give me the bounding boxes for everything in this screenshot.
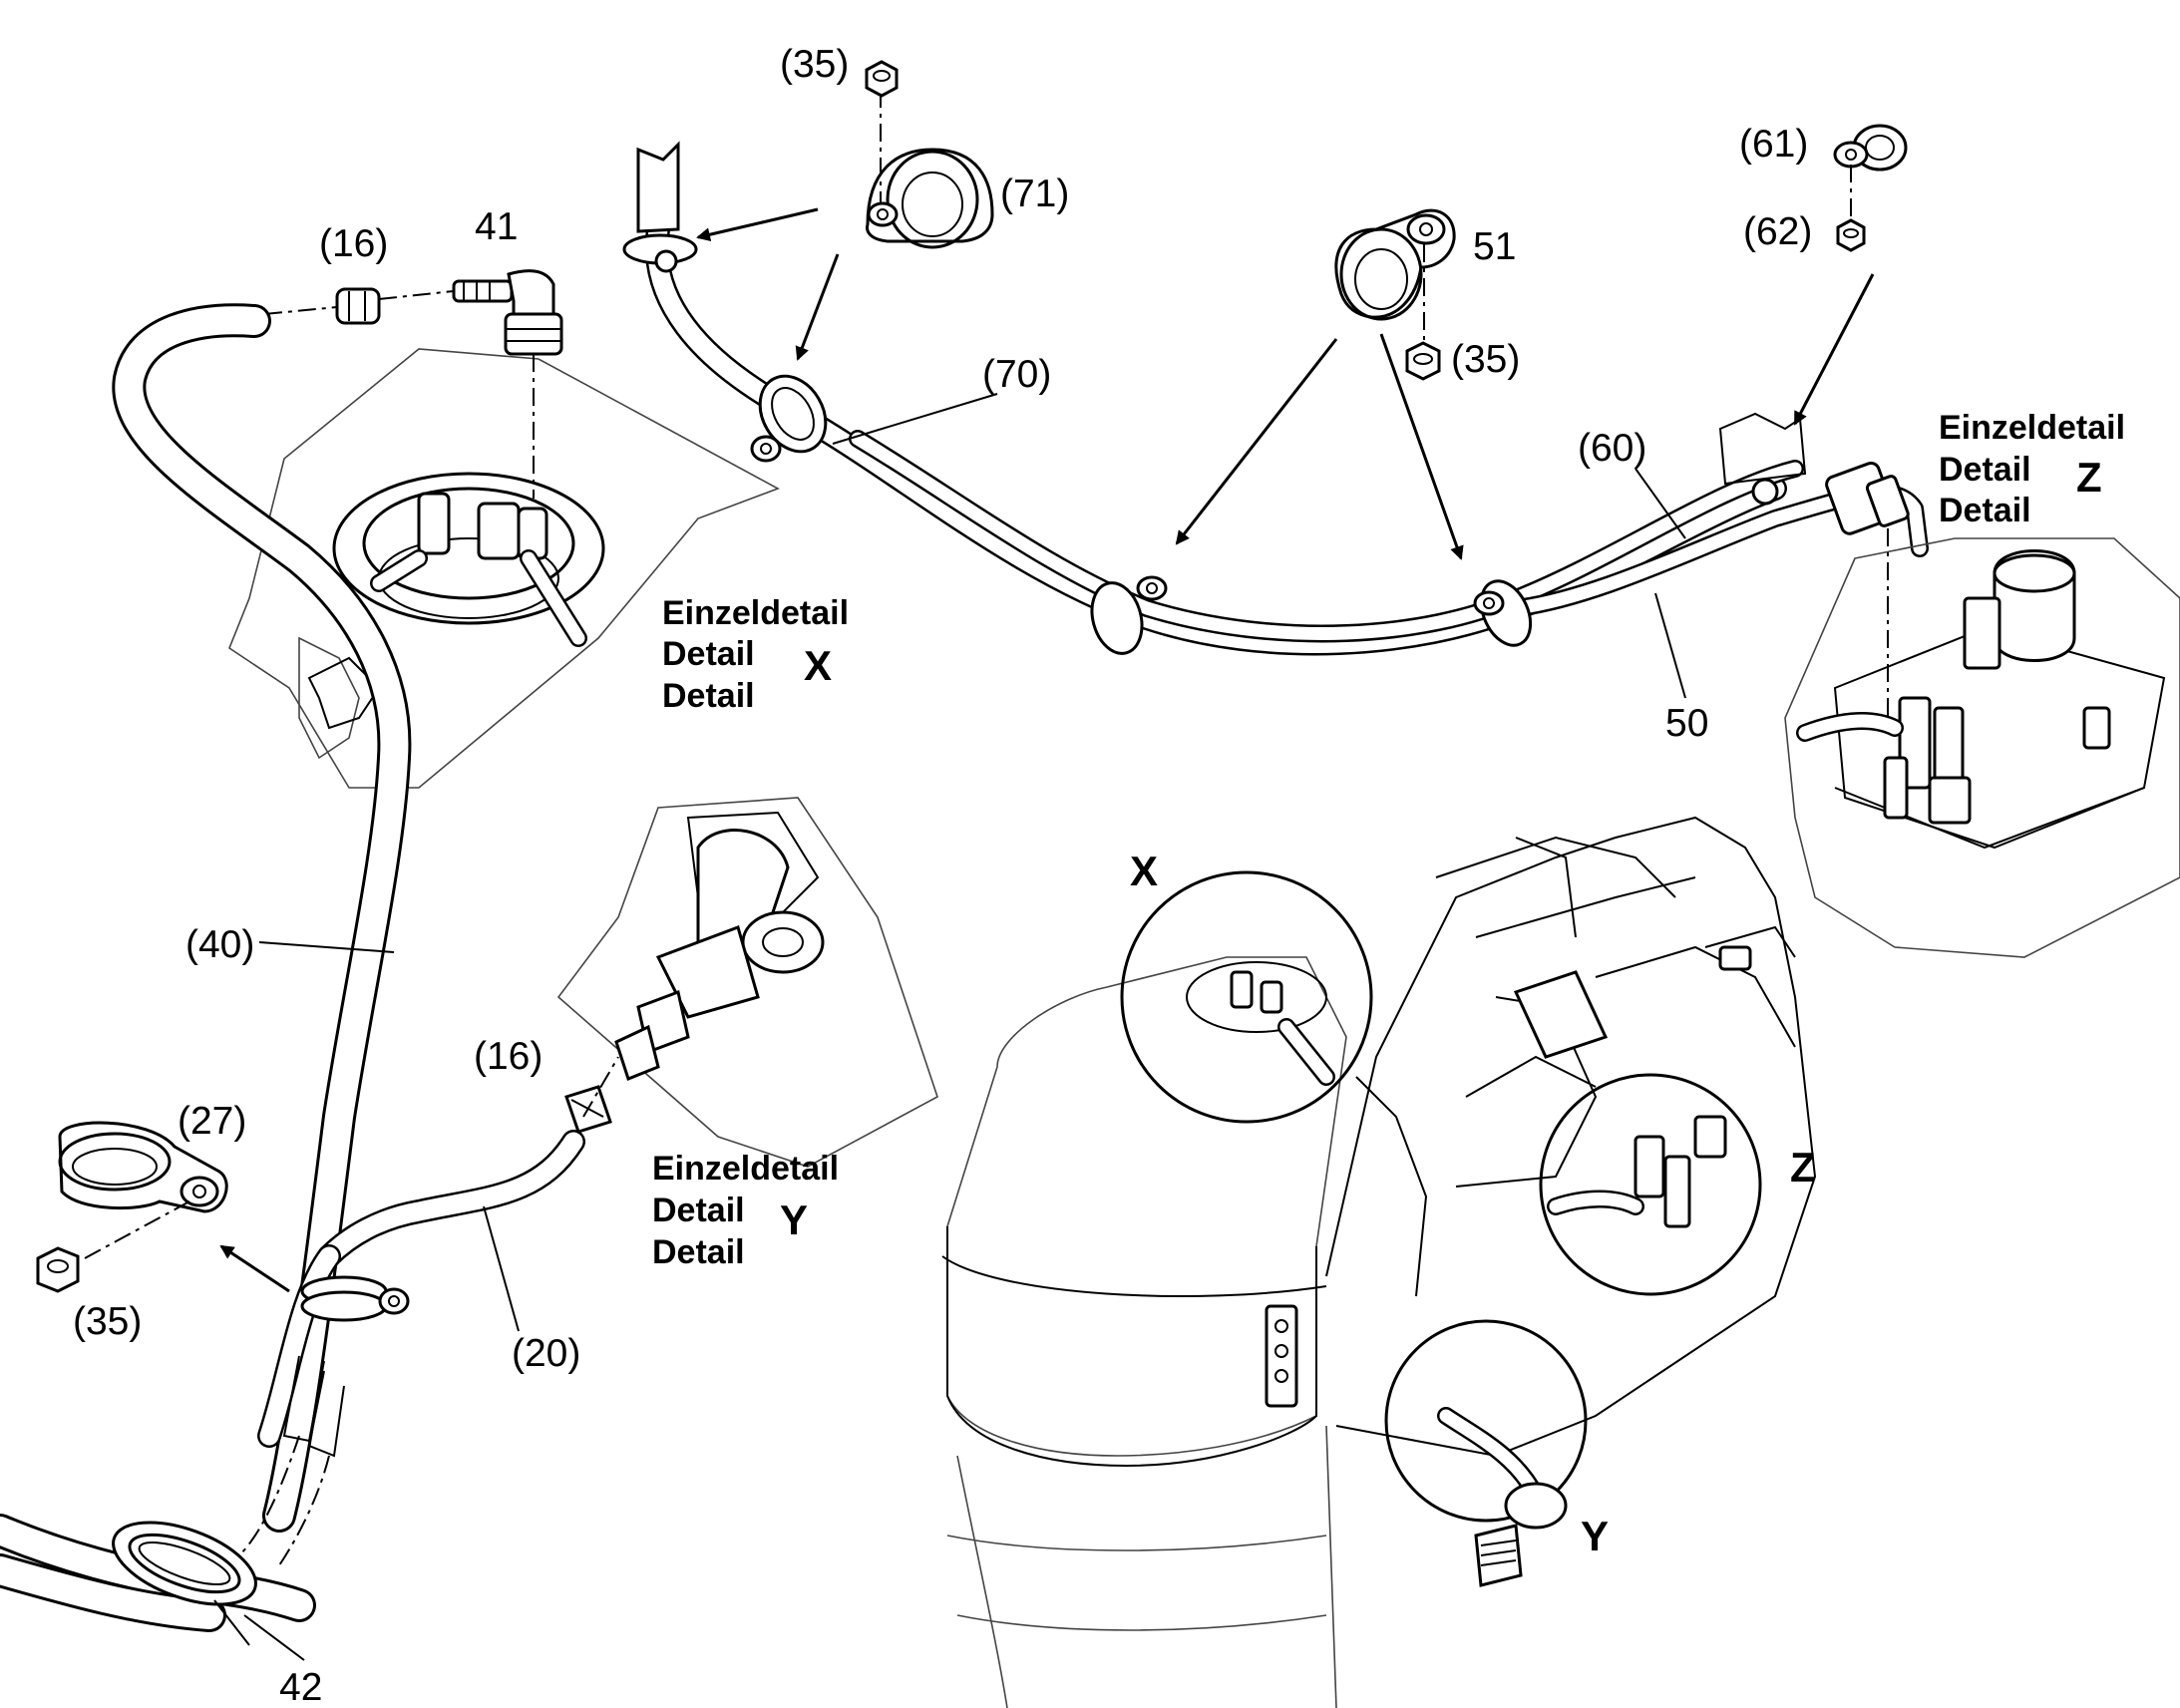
- svg-text:Einzeldetail: Einzeldetail: [662, 594, 849, 632]
- detail-caption-z: Einzeldetail Detail Detail Z: [1939, 409, 2125, 529]
- label-42: 42: [279, 1666, 322, 1708]
- main-assembly: [941, 816, 1817, 1708]
- clamp-61: [1793, 124, 1908, 426]
- label-35-low: (35): [73, 1300, 142, 1343]
- svg-text:Detail: Detail: [1939, 451, 2031, 489]
- callout-letters: X Z Y: [1130, 848, 1816, 1559]
- svg-text:X: X: [804, 642, 832, 689]
- svg-text:Detail: Detail: [662, 635, 755, 673]
- detail-caption-x: Einzeldetail Detail Detail X: [662, 594, 849, 715]
- svg-text:Detail: Detail: [652, 1192, 745, 1229]
- label-16-mid: (16): [474, 1035, 543, 1078]
- label-70: (70): [982, 353, 1051, 396]
- hose-clamp-70: [750, 374, 828, 463]
- svg-text:Detail: Detail: [662, 677, 755, 715]
- elbow-connector-41: [452, 269, 563, 499]
- label-60: (60): [1578, 427, 1646, 470]
- hose-20: [257, 1130, 585, 1448]
- label-61: (61): [1739, 123, 1808, 166]
- label-27: (27): [178, 1100, 246, 1143]
- hose-clamp-16-top: [263, 287, 455, 325]
- detail-z-illustration: [1784, 528, 2180, 958]
- p-clamp-27: [36, 1121, 290, 1293]
- label-51: 51: [1473, 225, 1516, 268]
- p-clamp-71: [696, 60, 994, 361]
- hose-70-end: [622, 141, 698, 273]
- label-35-top: (35): [780, 43, 849, 86]
- detail-circle-z: [1539, 1073, 1762, 1296]
- callout-z: Z: [1790, 1144, 1816, 1191]
- double-clamp: [300, 1275, 410, 1322]
- detail-x-tank-illustration: [228, 348, 780, 789]
- label-71: (71): [1000, 172, 1069, 215]
- label-40: (40): [185, 923, 254, 966]
- label-35-mid: (35): [1451, 338, 1520, 381]
- hose-clamps-51: [1090, 575, 1533, 655]
- label-20: (20): [512, 1332, 580, 1375]
- svg-text:Einzeldetail: Einzeldetail: [1939, 409, 2125, 447]
- callout-y: Y: [1581, 1513, 1609, 1559]
- label-50: 50: [1665, 702, 1708, 745]
- detail-circle-x: [1120, 870, 1373, 1124]
- part-labels: (16) 41 (35) (71) 51 (35) (70) (61) (62)…: [73, 43, 1812, 1708]
- svg-text:Einzeldetail: Einzeldetail: [652, 1150, 839, 1188]
- label-41: 41: [475, 205, 518, 248]
- leader-lines: [243, 393, 1686, 1661]
- callout-x: X: [1130, 848, 1158, 894]
- svg-text:Detail: Detail: [1939, 492, 2031, 529]
- detail-y-illustration: [556, 797, 938, 1168]
- detail-caption-y: Einzeldetail Detail Detail Y: [652, 1150, 839, 1271]
- detail-circle-y: [1384, 1319, 1588, 1530]
- svg-text:Z: Z: [2076, 454, 2102, 501]
- label-62: (62): [1743, 210, 1812, 253]
- hose-40: [112, 303, 412, 1533]
- bracket-connector-z: [1718, 412, 1910, 535]
- svg-text:Detail: Detail: [652, 1233, 745, 1271]
- svg-text:Y: Y: [780, 1196, 808, 1243]
- p-clamp-51: [1175, 208, 1464, 560]
- lower-hose-ends: [0, 1355, 345, 1646]
- label-16-top: (16): [319, 222, 388, 265]
- hose-70: [644, 217, 1929, 656]
